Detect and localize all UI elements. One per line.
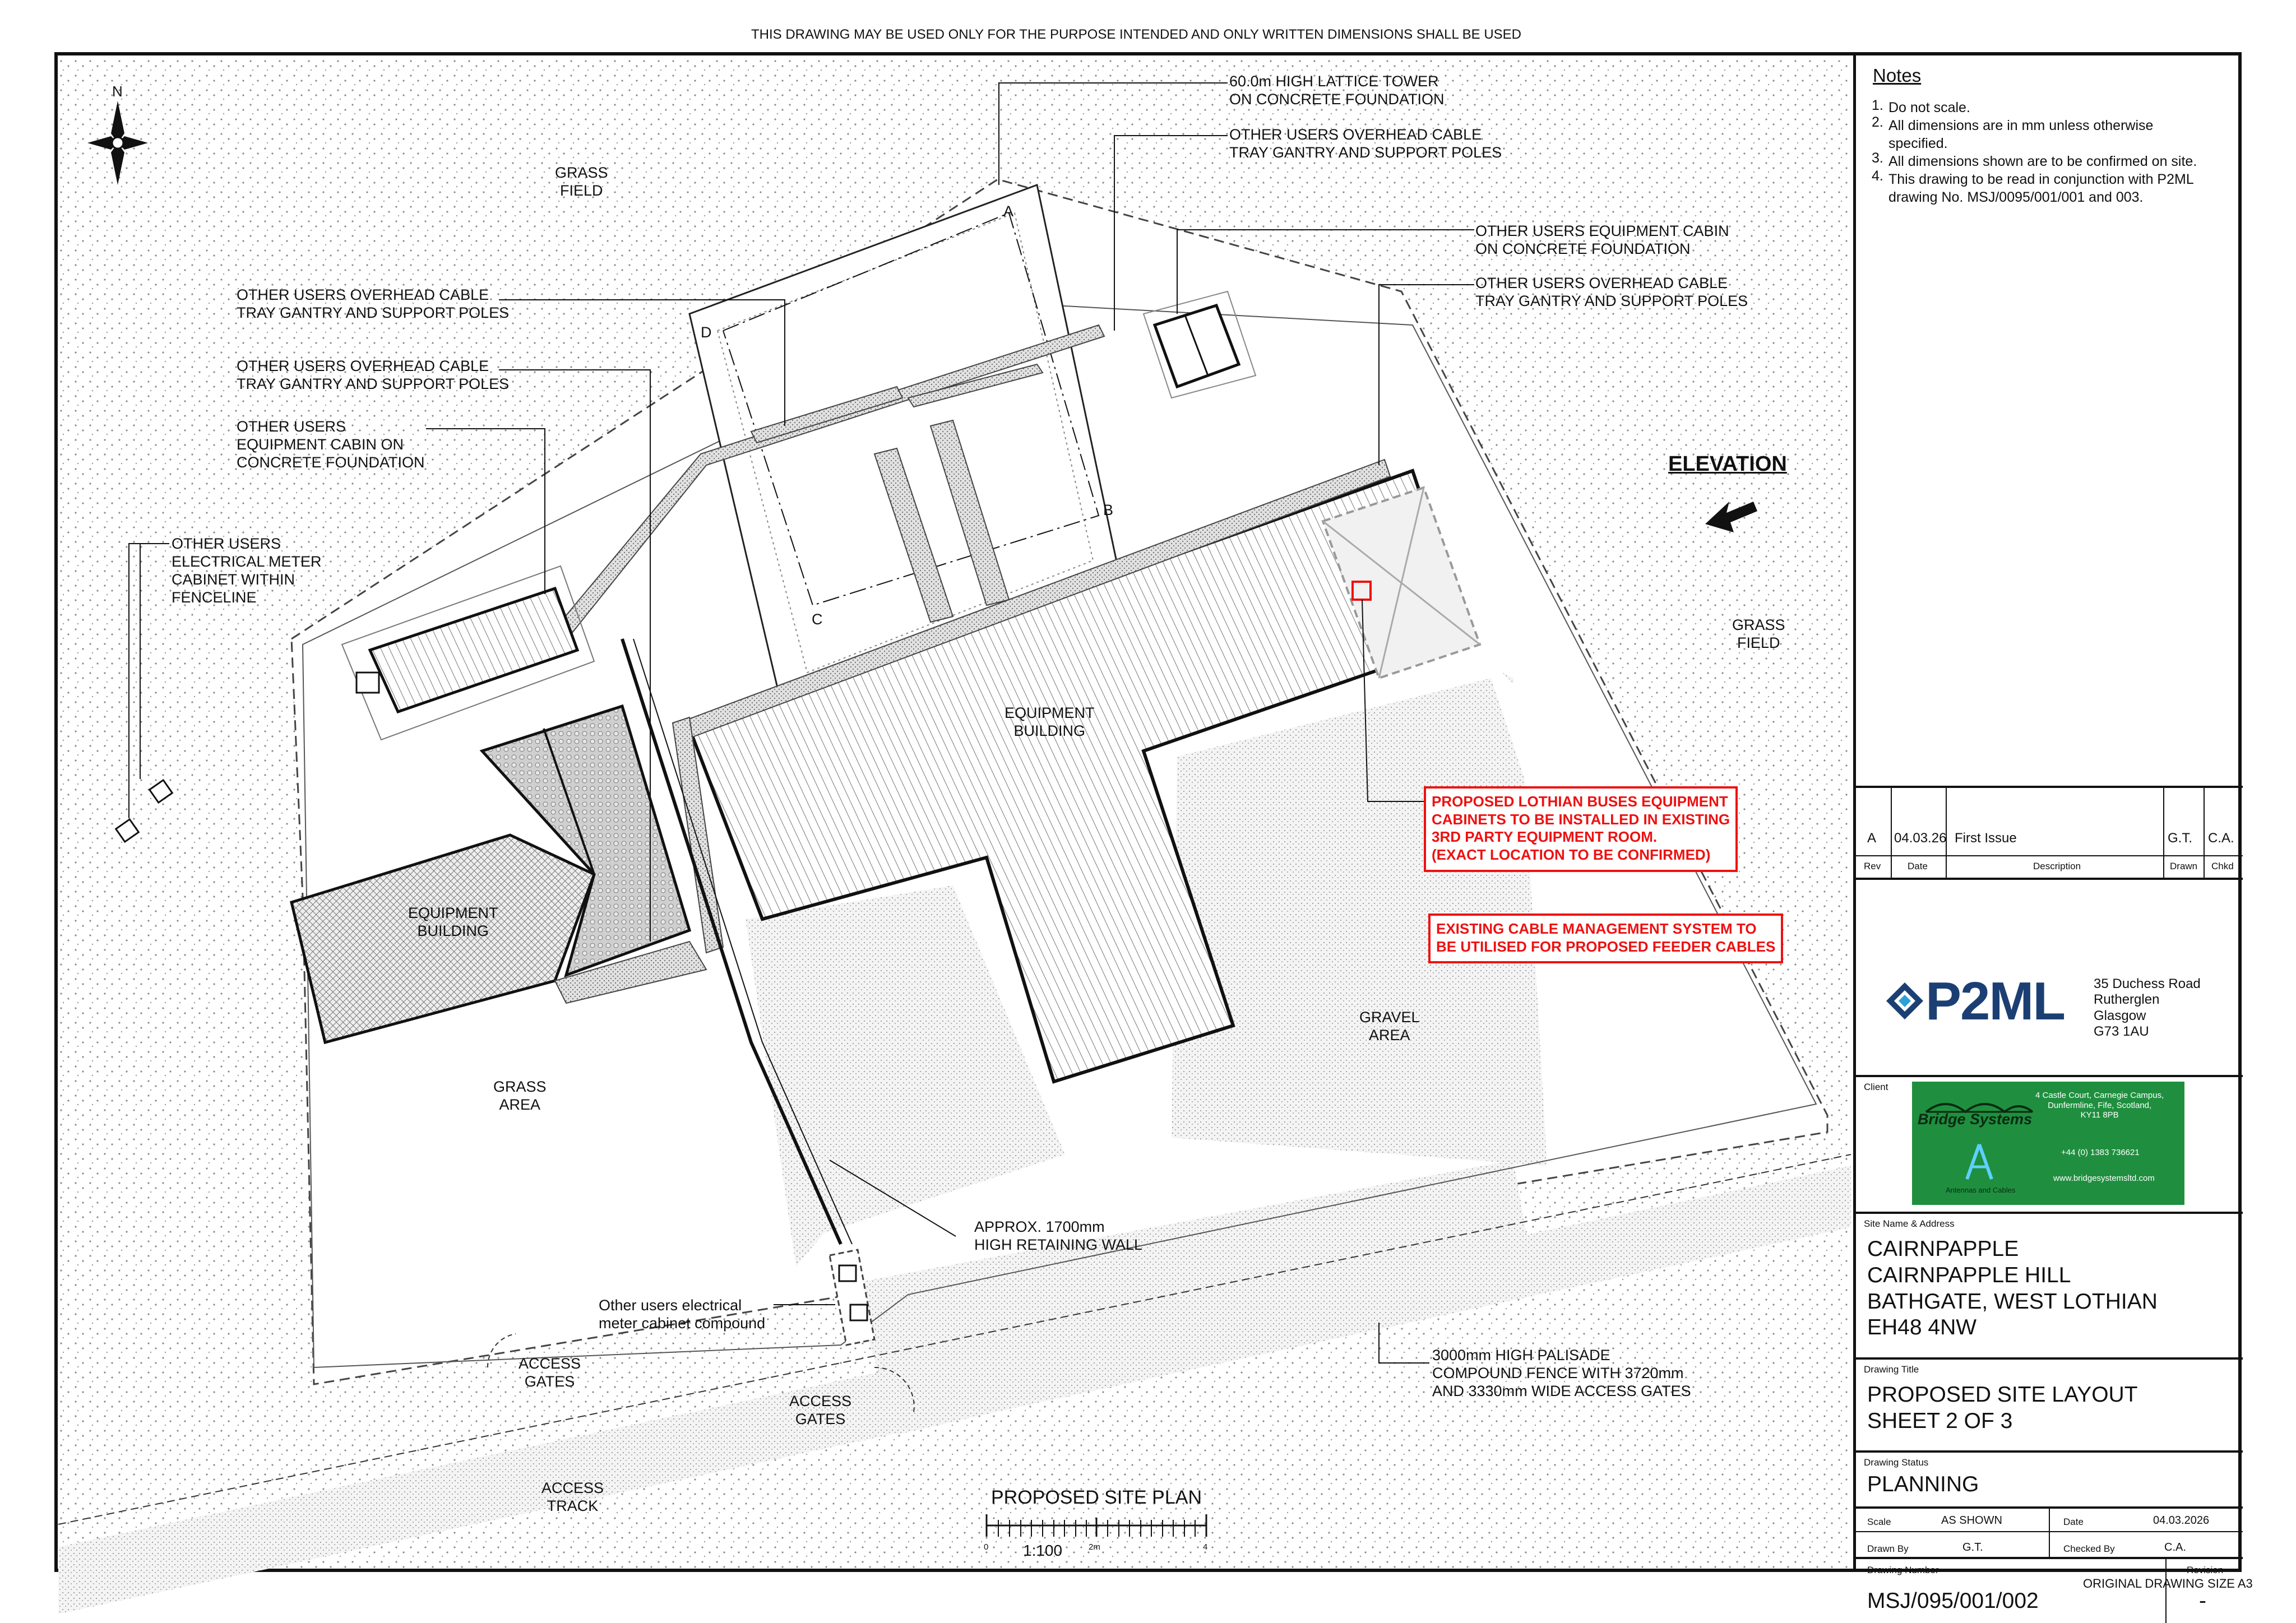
date-label: Date [2063, 1517, 2084, 1527]
corner-d-label: D [701, 324, 712, 341]
scale-bar-ratio: 1:100 [1023, 1542, 1063, 1559]
company-address: 35 Duchess Road Rutherglen Glasgow G73 1… [2094, 976, 2201, 1039]
title-block: Notes 1. Do not scale. 2. All dimensions… [1853, 54, 2243, 1623]
bridge-icon [1925, 1103, 2034, 1113]
elevation-label: ELEVATION [1668, 452, 1787, 476]
gantry-left-2-callout: OTHER USERS OVERHEAD CABLE TRAY GANTRY A… [237, 358, 510, 392]
proposed-cabinets-callout: PROPOSED LOTHIAN BUSES EQUIPMENT CABINET… [1424, 786, 1738, 872]
scale-tick-0: 0 [984, 1542, 989, 1552]
checked-by-label: Checked By [2063, 1543, 2115, 1554]
note-1-num: 1. [1872, 98, 1883, 113]
scale-tick-2: 2m [1089, 1542, 1100, 1552]
gravel-area-label: GRAVEL AREA [1359, 1009, 1420, 1044]
drawing-number-label: Drawing Number [1867, 1565, 1939, 1575]
site-label: Site Name & Address [1864, 1218, 1955, 1229]
grass-field-right-label: GRASS FIELD [1732, 616, 1785, 651]
elevation-arrow-icon [1705, 502, 1757, 532]
client-phone: +44 (0) 1383 736621 [2061, 1148, 2140, 1157]
note-3-text: All dimensions shown are to be confirmed… [1888, 154, 2197, 169]
corner-a-label: A [1003, 203, 1014, 220]
revision-value: - [2199, 1589, 2206, 1613]
meter-cabinet-callout: OTHER USERS ELECTRICAL METER CABINET WIT… [172, 535, 322, 606]
note-4-num: 4. [1872, 168, 1883, 184]
drawn-by-label: Drawn By [1867, 1543, 1909, 1554]
company-name: P2ML [1925, 971, 2066, 1031]
revision-header-rev: Rev [1864, 861, 1881, 871]
original-size-note: ORIGINAL DRAWING SIZE A3 [2083, 1576, 2253, 1590]
equipment-building-main-label: EQUIPMENT BUILDING [1004, 704, 1095, 739]
access-gates-left-label: ACCESS GATES [519, 1355, 581, 1390]
scale-value: AS SHOWN [1941, 1514, 2002, 1527]
checked-by-value: C.A. [2164, 1541, 2186, 1554]
meter-compound-callout: Other users electrical meter cabinet com… [599, 1297, 766, 1332]
fence-callout: 3000mm HIGH PALISADE COMPOUND FENCE WITH… [1432, 1347, 1691, 1399]
cabin-left-callout: OTHER USERS EQUIPMENT CABIN ON CONCRETE … [237, 418, 425, 471]
access-gates-right-label: ACCESS GATES [789, 1393, 852, 1427]
drawing-status: PLANNING [1867, 1472, 1979, 1496]
note-4-text: This drawing to be read in conjunction w… [1888, 171, 2194, 205]
tower-callout: 60.0m HIGH LATTICE TOWER ON CONCRETE FOU… [1229, 73, 1445, 108]
grass-area-label: GRASS AREA [493, 1078, 547, 1113]
grass-field-top-label: GRASS FIELD [555, 164, 608, 199]
note-3-num: 3. [1872, 150, 1883, 166]
revision-description: First Issue [1955, 831, 2017, 846]
revision-label: Revision [2187, 1565, 2224, 1575]
revision-header-checked: Chkd [2211, 861, 2234, 871]
antenna-icon [1965, 1143, 1993, 1180]
corner-c-label: C [812, 611, 823, 628]
revision-header-description: Description [2033, 861, 2081, 871]
revision-drawn: G.T. [2168, 831, 2193, 846]
revision-header-date: Date [1908, 861, 1928, 871]
drawing-title-label: Drawing Title [1864, 1364, 1919, 1375]
north-arrow-icon [87, 101, 148, 185]
client-label: Client [1864, 1082, 1888, 1092]
notes-title: Notes [1873, 65, 1922, 86]
revision-header-drawn: Drawn [2170, 861, 2198, 871]
drawing-notice: THIS DRAWING MAY BE USED ONLY FOR THE PU… [751, 27, 1522, 42]
note-2-text: All dimensions are in mm unless otherwis… [1888, 118, 2154, 151]
plan-title: PROPOSED SITE PLAN [991, 1487, 1202, 1508]
date-value: 04.03.2026 [2153, 1514, 2210, 1527]
retaining-wall-callout: APPROX. 1700mm HIGH RETAINING WALL [974, 1218, 1143, 1253]
drawn-by-value: G.T. [1962, 1541, 1983, 1554]
note-2-num: 2. [1872, 114, 1883, 130]
scale-label: Scale [1867, 1517, 1891, 1527]
revision-date: 04.03.26 [1894, 831, 1947, 846]
revision-checked: C.A. [2208, 831, 2234, 846]
corner-b-label: B [1103, 502, 1114, 518]
gantry-top-callout: OTHER USERS OVERHEAD CABLE TRAY GANTRY A… [1229, 126, 1502, 161]
client-logo-panel: Bridge Systems Antennas and Cables 4 Cas… [1912, 1082, 2184, 1205]
north-label: N [112, 83, 123, 100]
client-address: 4 Castle Court, Carnegie Campus, Dunferm… [2035, 1091, 2164, 1120]
gantry-left-1-callout: OTHER USERS OVERHEAD CABLE TRAY GANTRY A… [237, 286, 510, 321]
drawing-number: MSJ/095/001/002 [1867, 1589, 2039, 1613]
scale-bar-icon [985, 1514, 1207, 1537]
p2ml-logo-icon [1886, 982, 1923, 1019]
note-1-text: Do not scale. [1888, 100, 1970, 115]
access-track-label: ACCESS TRACK [541, 1480, 604, 1514]
drawing-title: PROPOSED SITE LAYOUT SHEET 2 OF 3 [1867, 1383, 2138, 1433]
revision-rev: A [1867, 831, 1877, 846]
existing-cable-callout: EXISTING CABLE MANAGEMENT SYSTEM TO BE U… [1428, 913, 1784, 964]
scale-tick-4: 4 [1203, 1542, 1208, 1552]
gantry-right-callout: OTHER USERS OVERHEAD CABLE TRAY GANTRY A… [1475, 275, 1748, 309]
client-tagline: Antennas and Cables [1946, 1186, 2016, 1194]
client-web: www.bridgesystemsltd.com [2053, 1174, 2155, 1183]
site-address: CAIRNPAPPLE CAIRNPAPPLE HILL BATHGATE, W… [1867, 1237, 2158, 1340]
client-name: Bridge Systems [1918, 1111, 2033, 1128]
equipment-building-left-label: EQUIPMENT BUILDING [408, 905, 498, 939]
drawing-status-label: Drawing Status [1864, 1457, 1929, 1468]
cabin-right-callout: OTHER USERS EQUIPMENT CABIN ON CONCRETE … [1475, 222, 1729, 257]
